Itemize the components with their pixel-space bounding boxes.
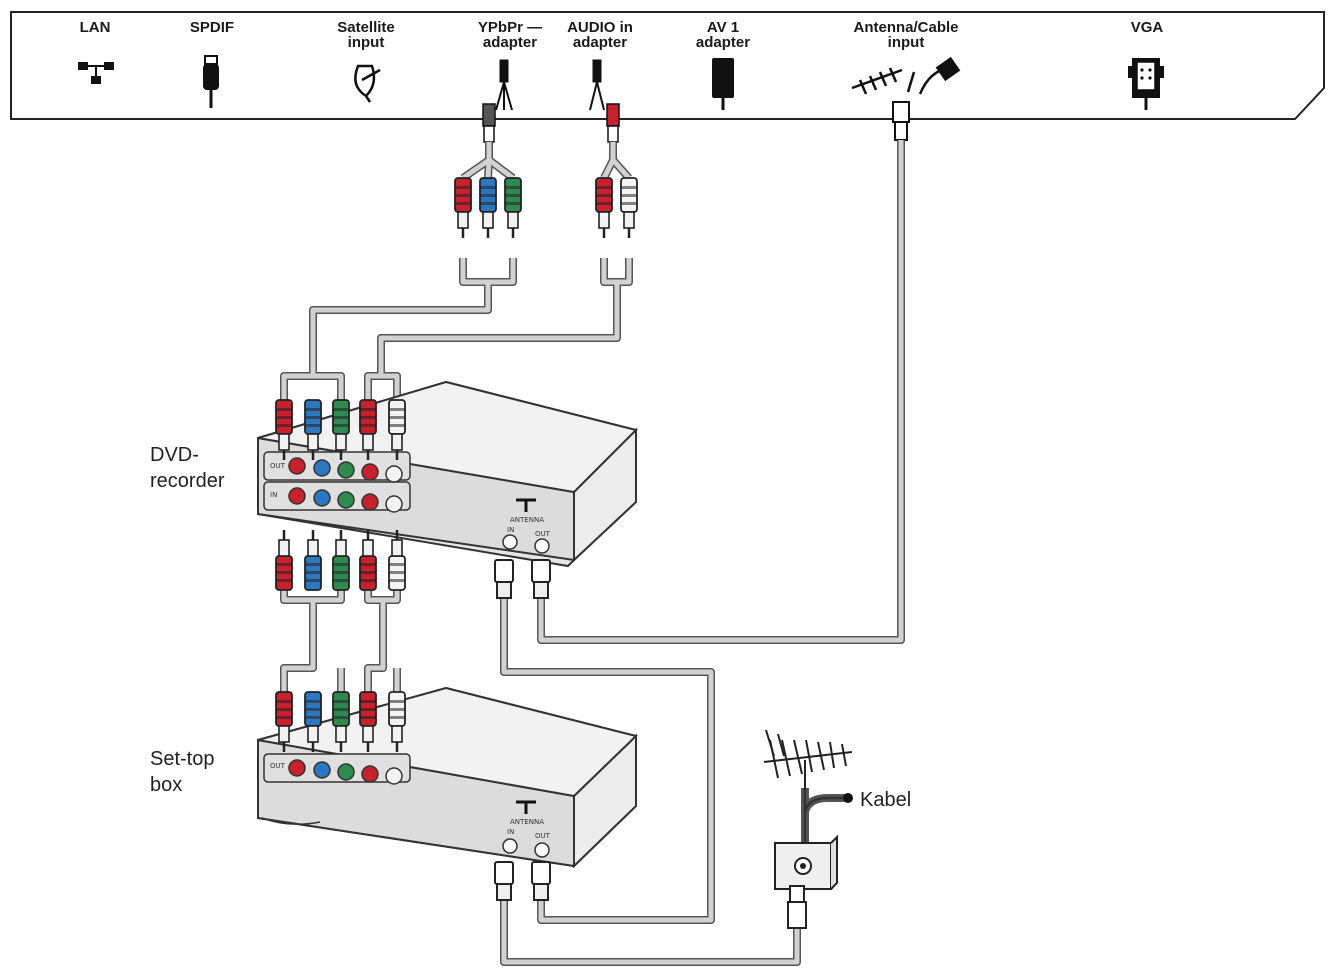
stb-ant-out-label: OUT bbox=[535, 832, 551, 840]
port-label-av1: AV 1 adapter bbox=[695, 19, 751, 51]
vga-connector-icon bbox=[1128, 58, 1164, 110]
dvd-recorder-device: OUT IN ANTENNA IN OUT bbox=[257, 380, 638, 568]
port-label-spdif: SPDIF bbox=[189, 19, 235, 36]
ypbpr-plug bbox=[482, 103, 496, 143]
set-top-box-device: OUT ANTENNA IN OUT bbox=[257, 686, 638, 869]
ypbpr-adapter-icon bbox=[495, 59, 513, 111]
stb-ant-in-label: IN bbox=[507, 828, 514, 836]
rooftop-antenna-icon bbox=[763, 729, 853, 790]
ypbpr-component-plugs bbox=[453, 176, 523, 240]
cable-runs bbox=[280, 140, 905, 966]
audio-rca-plugs bbox=[594, 176, 639, 240]
dvd-antenna-plugs bbox=[494, 559, 551, 599]
dvd-antenna-label: ANTENNA bbox=[510, 516, 544, 524]
port-label-audio: AUDIO in adapter bbox=[567, 19, 633, 51]
tv-connection-panel bbox=[10, 11, 1325, 120]
antenna-cable-icon bbox=[851, 56, 961, 95]
port-label-ypbpr: YPbPr — adapter bbox=[477, 19, 543, 51]
dvd-ant-in-label: IN bbox=[507, 526, 514, 534]
stb-antenna-label: ANTENNA bbox=[510, 818, 544, 826]
wall-socket bbox=[774, 834, 838, 890]
kabel-dot bbox=[843, 793, 853, 803]
audio-plug bbox=[606, 103, 620, 143]
dvd-ant-out-label: OUT bbox=[535, 530, 551, 538]
antenna-cable-plug bbox=[892, 101, 910, 141]
lan-network-icon bbox=[78, 62, 114, 84]
port-label-antenna: Antenna/Cable input bbox=[853, 19, 959, 51]
port-label-vga: VGA bbox=[1130, 19, 1164, 36]
port-label-lan: LAN bbox=[79, 19, 111, 36]
audio-adapter-icon bbox=[589, 59, 605, 111]
av1-adapter-icon bbox=[712, 58, 734, 110]
satellite-dish-icon bbox=[354, 64, 381, 103]
set-top-box-label: Set-top box bbox=[150, 748, 215, 796]
wall-socket-plug bbox=[787, 885, 807, 929]
set-top-antenna-plugs bbox=[494, 861, 551, 901]
dvd-output-plugs bbox=[274, 528, 407, 592]
dvd-out-label: OUT bbox=[270, 462, 286, 470]
stb-out-label: OUT bbox=[270, 762, 286, 770]
spdif-plug-icon bbox=[203, 55, 219, 108]
kabel-label: Kabel bbox=[860, 789, 911, 811]
port-label-satellite: Satellite input bbox=[337, 19, 395, 51]
dvd-in-label: IN bbox=[270, 491, 277, 499]
dvd-recorder-label: DVD- recorder bbox=[150, 444, 225, 492]
